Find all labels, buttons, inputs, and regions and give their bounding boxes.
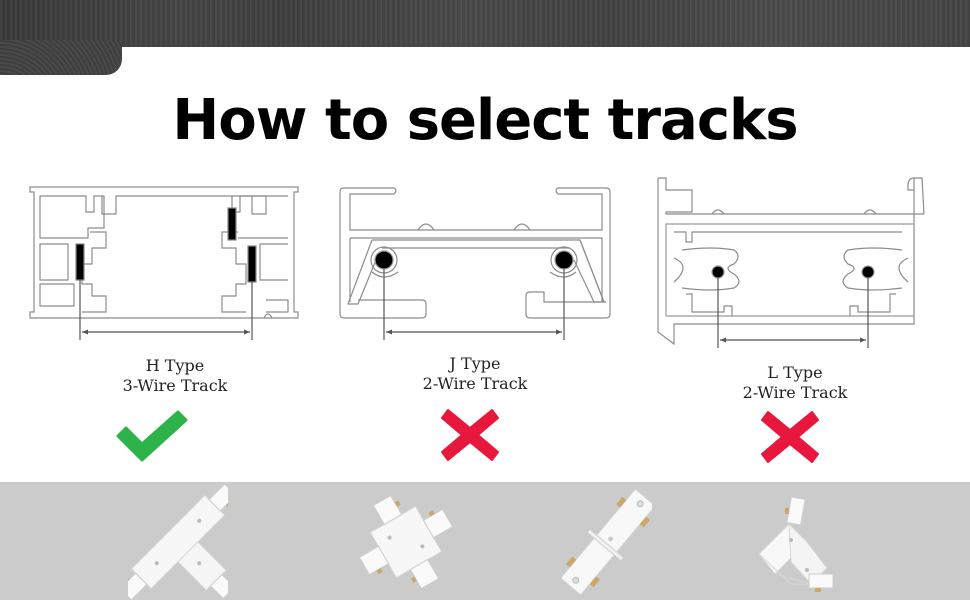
l-type-caption: L Type 2-Wire Track [700,363,890,403]
j-type-caption: J Type 2-Wire Track [380,354,570,394]
cross-icon [760,408,820,470]
straight-connector-image [561,486,655,600]
connector-product-strip [0,482,970,600]
h-type-caption: H Type 3-Wire Track [70,356,280,396]
j-type-track-diagram [336,182,616,342]
l-type-wire-label: 2-Wire Track [742,383,848,402]
l-type-label: L Type [767,363,823,382]
h-type-label: H Type [145,356,205,375]
t-connector-image [119,482,237,600]
page-title: How to select tracks [172,88,798,153]
cross-icon [440,406,500,468]
l-type-track-diagram [652,174,932,350]
h-type-track-diagram [26,184,302,344]
l-connector-image [745,484,841,600]
check-icon [112,408,192,468]
j-type-label: J Type [449,354,501,373]
x-connector-image [350,484,460,600]
j-type-wire-label: 2-Wire Track [422,374,528,393]
header-banner [0,0,970,47]
header-banner-tab [0,40,122,75]
h-type-wire-label: 3-Wire Track [122,376,228,395]
